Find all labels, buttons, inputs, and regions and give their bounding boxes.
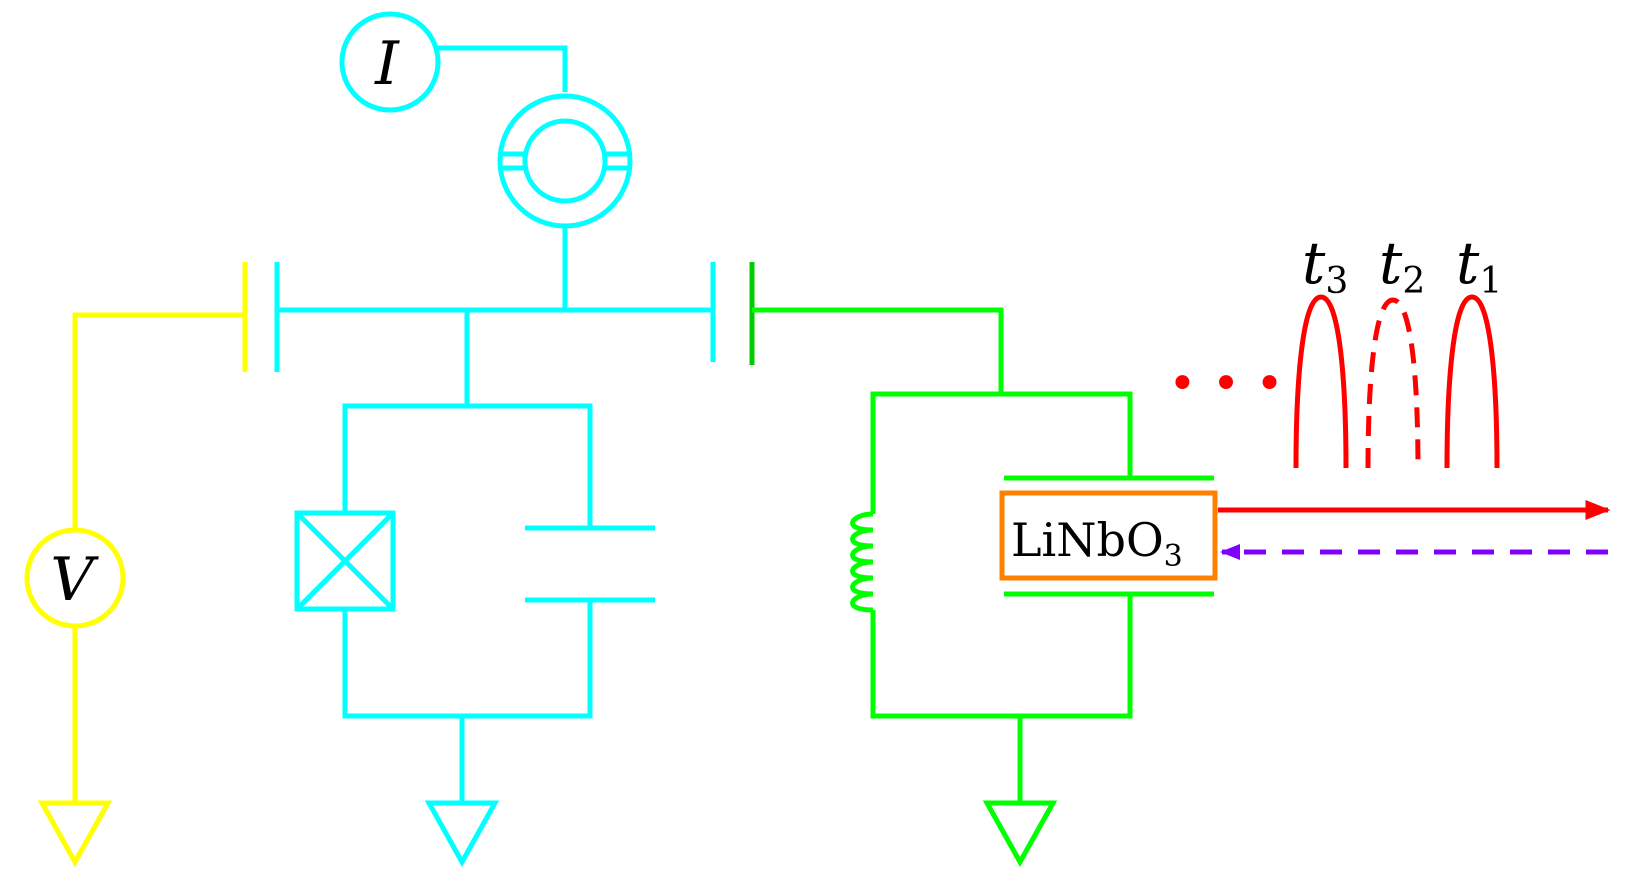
- pulse-label-t1: t1: [1456, 229, 1502, 302]
- transmon-branch: [274, 11, 716, 868]
- crystal-box: [999, 490, 1218, 581]
- resonator-feed-wire: [752, 307, 1004, 394]
- voltmeter-label: V: [50, 545, 99, 615]
- crystal-label: LiNbO: [1011, 513, 1164, 567]
- pulse-t2: [1365, 297, 1421, 469]
- linbo3-crystal: LiNbO3: [999, 490, 1218, 581]
- pulse-t3: [1293, 294, 1349, 469]
- pulse-t1: [1444, 294, 1500, 469]
- resonator-top-wire: [870, 391, 1133, 514]
- svg-text:LiNbO3: LiNbO3: [1011, 513, 1183, 574]
- pulse-labels: t3 t2 t1: [1302, 229, 1502, 302]
- resonator-bottom-wire: [870, 594, 1133, 719]
- voltage-branch: [24, 262, 248, 868]
- pulse-train: [1293, 294, 1500, 469]
- ammeter-label: I: [374, 29, 400, 99]
- josephson-junction-icon: [294, 510, 396, 612]
- crystal-subscript: 3: [1164, 539, 1183, 574]
- inductor-coil-icon: [850, 511, 874, 613]
- ground-triangle-icon: [424, 800, 500, 868]
- ground-triangle-icon: [37, 800, 113, 868]
- pulse-label-t3: t3: [1302, 229, 1348, 302]
- pulse-label-t2: t2: [1379, 229, 1425, 302]
- squid-ring-icon: [497, 93, 633, 229]
- resonator-branch: [749, 262, 1214, 868]
- transmon-bottom-wire: [342, 600, 593, 719]
- ellipsis-dots: • • •: [1168, 356, 1283, 412]
- junction-side-wire: [342, 403, 593, 528]
- voltage-lead-wire: [72, 312, 245, 530]
- ground-triangle-icon: [982, 800, 1058, 868]
- ammeter-wire: [438, 45, 568, 92]
- ammeter-circle-icon: [339, 11, 441, 113]
